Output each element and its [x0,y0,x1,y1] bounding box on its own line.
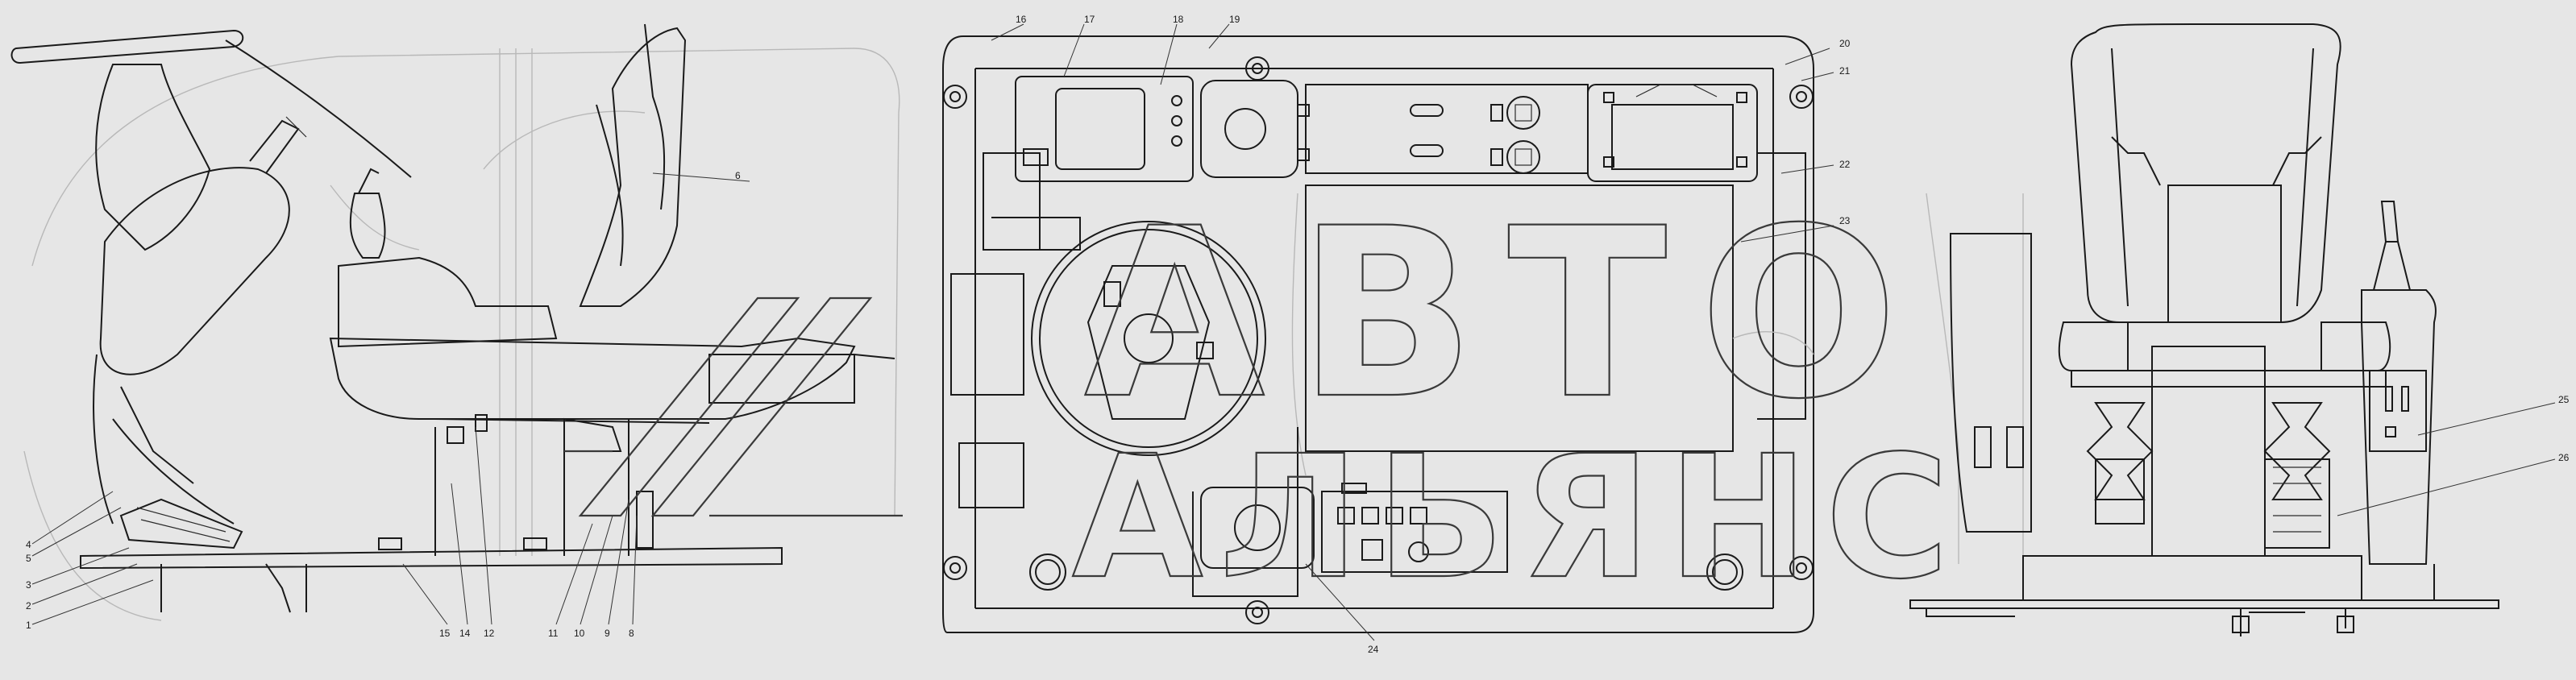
callouts: 1 2 3 5 4 6 15 14 12 11 10 9 8 16 17 18 … [26,14,2570,655]
callout-18: 18 [1173,14,1184,25]
top-view [942,35,1814,633]
callout-21: 21 [1839,65,1851,77]
callout-25: 25 [2558,394,2570,405]
callout-23: 23 [1839,215,1851,226]
callout-16: 16 [1016,14,1027,25]
callout-24: 24 [1368,644,1379,655]
callout-3: 3 [26,579,31,591]
callout-14: 14 [459,628,471,639]
watermark-line1: АВТО [1084,179,1930,450]
front-view [1909,23,2499,636]
callout-5: 5 [26,553,31,564]
side-view [10,23,900,621]
seat-column [2151,346,2266,557]
seat-base [338,256,558,348]
watermark: АВТО АЛЬЯНС [564,178,1966,617]
seat-back [579,27,687,307]
watermark-line2: АЛЬЯНС [1072,419,1966,616]
control-panel-bottom [1200,483,1508,573]
seat-outline [1305,185,1734,452]
callout-20: 20 [1839,38,1851,49]
callout-10: 10 [574,628,585,639]
callout-1: 1 [26,620,31,631]
bolt-circles [943,56,1814,624]
callout-19: 19 [1229,14,1240,25]
callout-4: 4 [26,539,31,550]
callout-9: 9 [605,628,610,639]
callout-11: 11 [548,628,559,639]
floor-plate [942,35,1814,633]
callout-12: 12 [484,628,495,639]
seat-back-front [2070,23,2341,323]
callout-2: 2 [26,600,31,612]
callout-22: 22 [1839,159,1851,170]
logo-emblem [564,296,903,517]
throttle-unit [99,167,290,375]
steering-wheel-top [1031,221,1266,456]
pedal [119,498,243,549]
control-lever [349,193,386,259]
steering-column [95,64,211,251]
floor-line [1909,599,2499,609]
callout-6: 6 [735,170,741,181]
callout-8: 8 [629,628,634,639]
control-panel-left [1015,76,1298,182]
leader-lines [31,23,2556,641]
callout-17: 17 [1084,14,1095,25]
seat-bellows [2086,402,2154,500]
control-panel-right [1297,84,1758,182]
callout-15: 15 [439,628,451,639]
right-console [2361,289,2437,565]
steering-wheel [10,29,244,64]
callout-26: 26 [2558,452,2570,463]
